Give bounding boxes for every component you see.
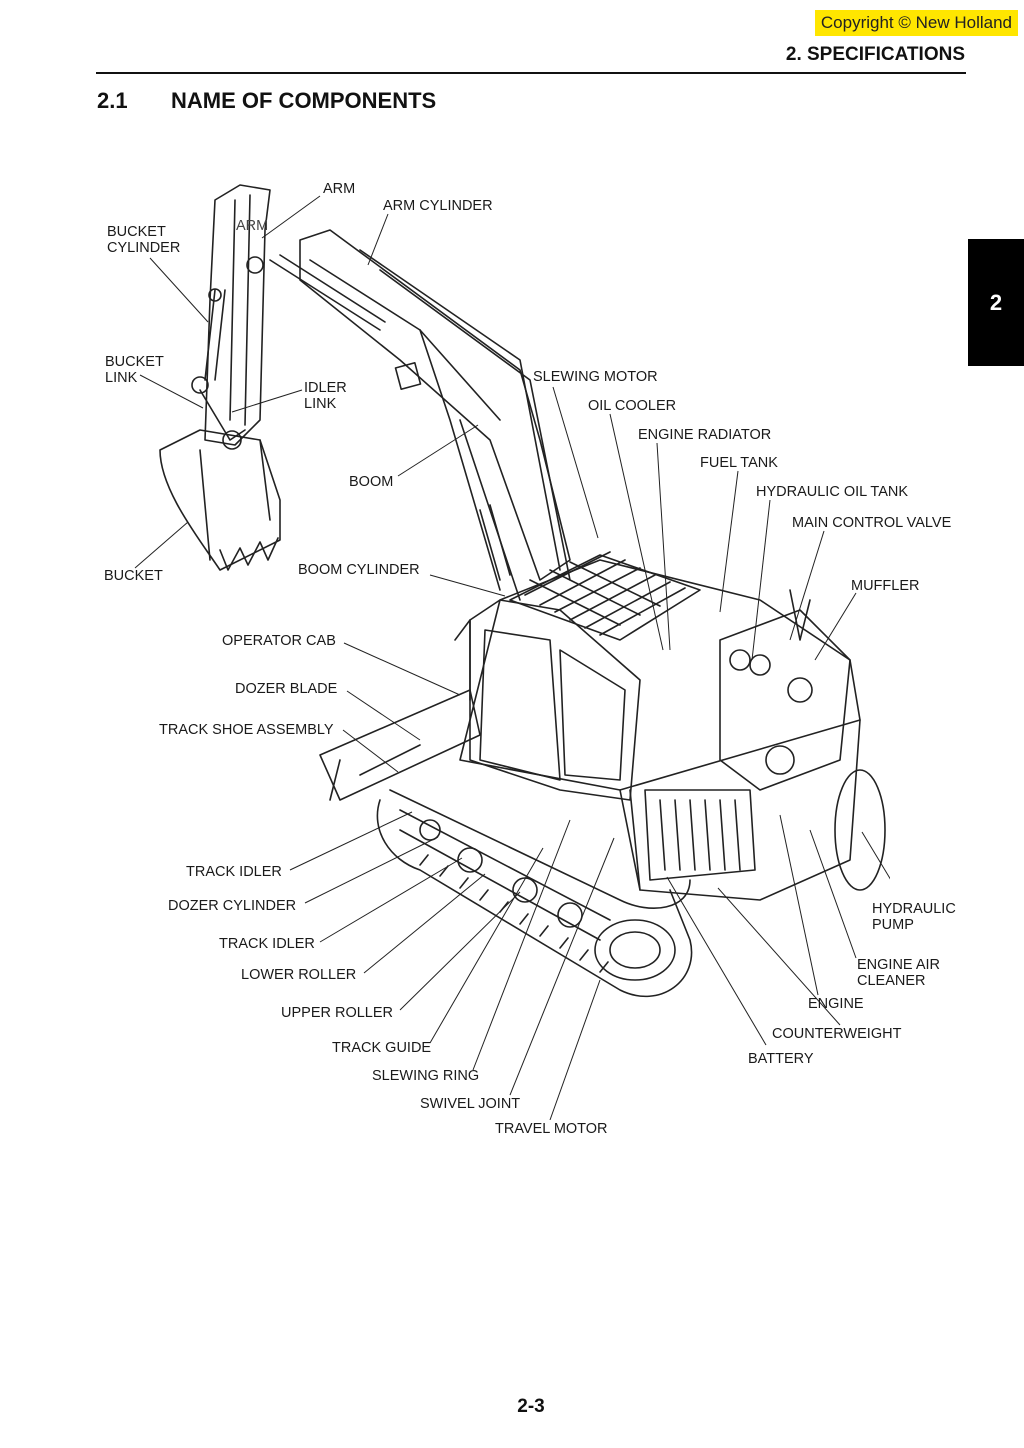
label-operator-cab: OPERATOR CAB bbox=[222, 633, 336, 649]
label-track-idler-rear: TRACK IDLER bbox=[219, 936, 315, 952]
section-header: 2. SPECIFICATIONS bbox=[785, 44, 965, 65]
label-swivel-joint: SWIVEL JOINT bbox=[420, 1096, 521, 1112]
label-idler-link: IDLER LINK bbox=[304, 380, 347, 412]
label-dozer-cylinder: DOZER CYLINDER bbox=[168, 898, 297, 914]
label-slewing-ring: SLEWING RING bbox=[372, 1068, 480, 1084]
label-boom: BOOM bbox=[349, 474, 394, 490]
label-travel-motor: TRAVEL MOTOR bbox=[495, 1121, 608, 1137]
page-number: 2-3 bbox=[517, 1396, 545, 1417]
label-track-guide: TRACK GUIDE bbox=[332, 1040, 432, 1056]
label-hydraulic-pump: HYDRAULIC PUMP bbox=[872, 901, 956, 933]
label-oil-cooler: OIL COOLER bbox=[588, 398, 677, 414]
label-upper-roller: UPPER ROLLER bbox=[281, 1005, 394, 1021]
heading-number: 2.1 bbox=[97, 88, 128, 113]
label-muffler: MUFFLER bbox=[851, 578, 920, 594]
label-fuel-tank: FUEL TANK bbox=[700, 455, 778, 471]
label-engine-air-cleaner: ENGINE AIR CLEANER bbox=[857, 957, 940, 989]
label-arm-inline: ARM bbox=[236, 218, 269, 234]
label-counterweight: COUNTERWEIGHT bbox=[772, 1026, 902, 1042]
label-boom-cylinder: BOOM CYLINDER bbox=[298, 562, 420, 578]
label-main-control-valve: MAIN CONTROL VALVE bbox=[792, 515, 952, 531]
label-arm-cylinder: ARM CYLINDER bbox=[383, 198, 493, 214]
label-track-shoe-assembly: TRACK SHOE ASSEMBLY bbox=[159, 722, 334, 738]
label-track-idler-front: TRACK IDLER bbox=[186, 864, 282, 880]
copyright-notice: Copyright © New Holland bbox=[814, 10, 1018, 36]
label-dozer-blade: DOZER BLADE bbox=[235, 681, 338, 697]
label-lower-roller: LOWER ROLLER bbox=[241, 967, 357, 983]
label-engine: ENGINE bbox=[808, 996, 864, 1012]
label-bucket-cylinder: BUCKET CYLINDER bbox=[107, 224, 181, 256]
heading-title: NAME OF COMPONENTS bbox=[171, 88, 437, 113]
label-bucket: BUCKET bbox=[104, 568, 163, 584]
excavator-diagram bbox=[134, 184, 890, 1120]
label-battery: BATTERY bbox=[748, 1051, 814, 1067]
label-hydraulic-oil-tank: HYDRAULIC OIL TANK bbox=[756, 484, 909, 500]
chapter-tab: 2 bbox=[968, 239, 1024, 366]
label-slewing-motor: SLEWING MOTOR bbox=[533, 369, 658, 385]
label-engine-radiator: ENGINE RADIATOR bbox=[638, 427, 772, 443]
header-rule bbox=[96, 72, 966, 74]
label-arm: ARM bbox=[323, 181, 356, 197]
label-bucket-link: BUCKET LINK bbox=[105, 354, 164, 386]
